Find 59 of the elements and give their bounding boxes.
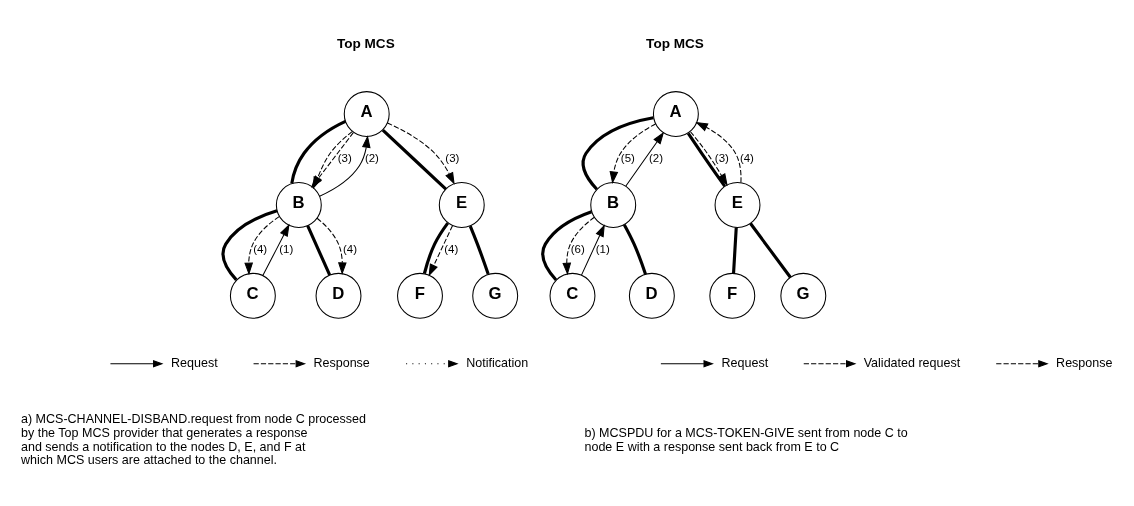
edge-label: (4) — [444, 243, 459, 256]
arrow — [316, 217, 347, 275]
edge-label: (6) — [570, 243, 585, 256]
edge-label: (2) — [364, 152, 379, 165]
connector — [622, 223, 647, 275]
arrow — [625, 131, 665, 187]
arrow — [262, 223, 290, 277]
edge-label: (1) — [279, 243, 294, 256]
arrow — [581, 224, 605, 276]
arrow — [609, 123, 656, 184]
node-circle: A — [343, 91, 390, 138]
node-circle: G — [780, 272, 827, 319]
edge-label: (3) — [445, 152, 460, 165]
connector — [541, 210, 593, 281]
node-circle: C — [229, 272, 276, 319]
legend-label: Request — [721, 355, 769, 370]
node-circle: F — [397, 272, 443, 319]
arrow — [695, 121, 742, 183]
edge-label: (4) — [342, 243, 358, 256]
arrow — [244, 216, 280, 276]
legend-label: Response — [313, 355, 370, 370]
node-label: Top MCS — [646, 36, 704, 52]
legend-label: Response — [1056, 355, 1113, 370]
connector — [749, 222, 792, 279]
node-circle: F — [709, 272, 756, 319]
node-circle: B — [275, 182, 322, 228]
node-circle: B — [590, 182, 637, 228]
node-circle: E — [714, 182, 761, 228]
label: a) MCS-CHANNEL-DISBAND.request from node C processed by the Top MCS provider that generates a response and sends a notification to the nodes D, E, and F at which MCS users are attached to the channel. — [20, 412, 366, 468]
connector — [306, 225, 332, 276]
connector — [468, 225, 490, 275]
edge-label: (4) — [253, 243, 268, 256]
arrow — [428, 225, 453, 277]
edge-label: (5) — [620, 152, 635, 165]
connector — [732, 227, 738, 274]
connector — [381, 129, 447, 191]
node-circle: A — [652, 91, 699, 138]
connector — [422, 222, 449, 274]
legend-label: Notification — [466, 355, 529, 370]
edge-label: (1) — [595, 243, 610, 256]
connector — [581, 116, 654, 191]
node-circle: G — [472, 272, 519, 319]
edge-label: (4) — [739, 152, 754, 165]
arrow — [562, 216, 595, 276]
connector — [290, 119, 347, 184]
edge-label: (3) — [714, 152, 729, 165]
node-circle: E — [438, 182, 485, 228]
node-label: Top MCS — [336, 36, 395, 52]
node-circle: D — [315, 272, 362, 319]
arrow — [386, 122, 455, 185]
edge-label: (2) — [649, 152, 664, 165]
legend-label: Request — [171, 355, 218, 370]
arrow — [319, 135, 371, 197]
edge-label: (3) — [337, 152, 352, 165]
node-circle: D — [628, 272, 675, 319]
legend-label: Validated request — [863, 355, 961, 370]
label: b) MCSPDU for a MCS-TOKEN-GIVE sent from node C to node E with a response sent back from E to C — [584, 425, 908, 454]
connector — [221, 209, 278, 281]
node-circle: C — [549, 272, 596, 319]
